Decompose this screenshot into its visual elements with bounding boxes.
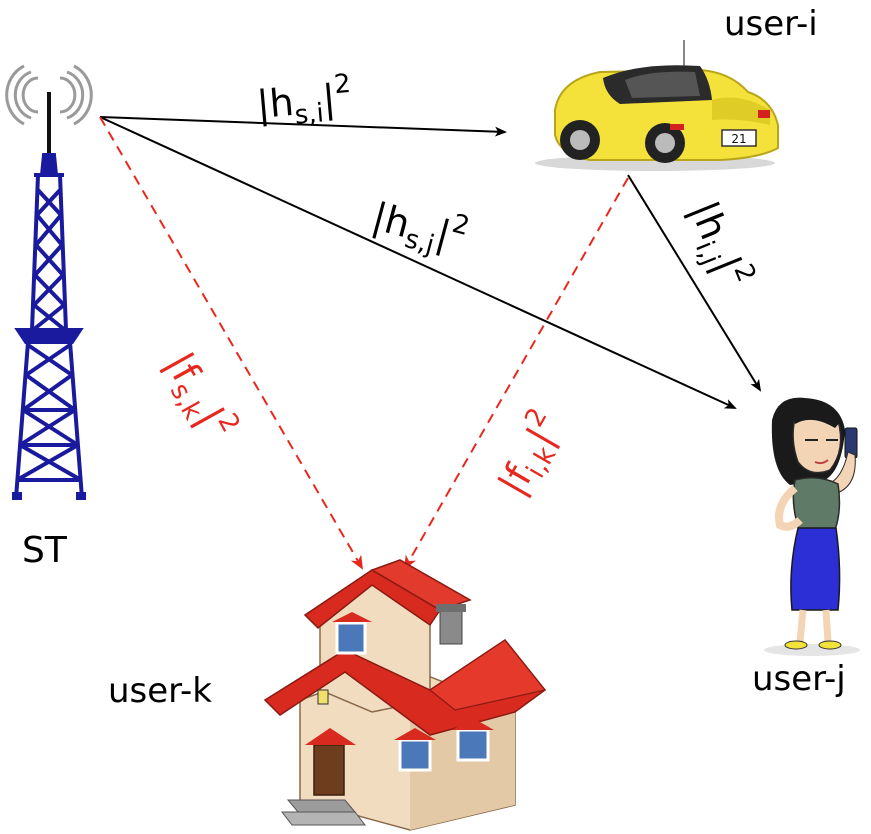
car-icon: 21: [535, 40, 779, 171]
label-h-si: |hs,i|2: [254, 69, 354, 134]
user-j-label: user-j: [752, 659, 846, 699]
svg-text:|hs,i|2: |hs,i|2: [254, 69, 354, 134]
woman-on-phone-icon: [764, 397, 860, 656]
link-st-to-user-k: [99, 116, 364, 570]
svg-text:|fi,k|2: |fi,k|2: [484, 403, 576, 506]
link-st-to-user-i: [99, 116, 507, 137]
st-label: ST: [22, 530, 68, 571]
label-f-ik: |fi,k|2: [484, 403, 576, 506]
label-h-ij: |hi,j|2: [675, 193, 762, 297]
link-st-to-user-j: [99, 116, 737, 409]
transmission-tower-icon: [5, 64, 93, 500]
svg-text:|hi,j|2: |hi,j|2: [675, 193, 761, 297]
label-h-sj: |hs,j|2: [366, 188, 473, 268]
license-plate: 21: [731, 132, 746, 146]
link-user-i-to-user-j: [627, 174, 762, 392]
link-user-i-to-user-k: [404, 177, 629, 570]
user-i-label: user-i: [724, 4, 818, 44]
label-f-sk: |fs,k|2: [151, 342, 246, 450]
svg-text:|hs,j|2: |hs,j|2: [366, 188, 473, 268]
svg-text:|fs,k|2: |fs,k|2: [151, 342, 246, 450]
user-k-label: user-k: [108, 671, 212, 711]
house-icon: [263, 559, 547, 831]
